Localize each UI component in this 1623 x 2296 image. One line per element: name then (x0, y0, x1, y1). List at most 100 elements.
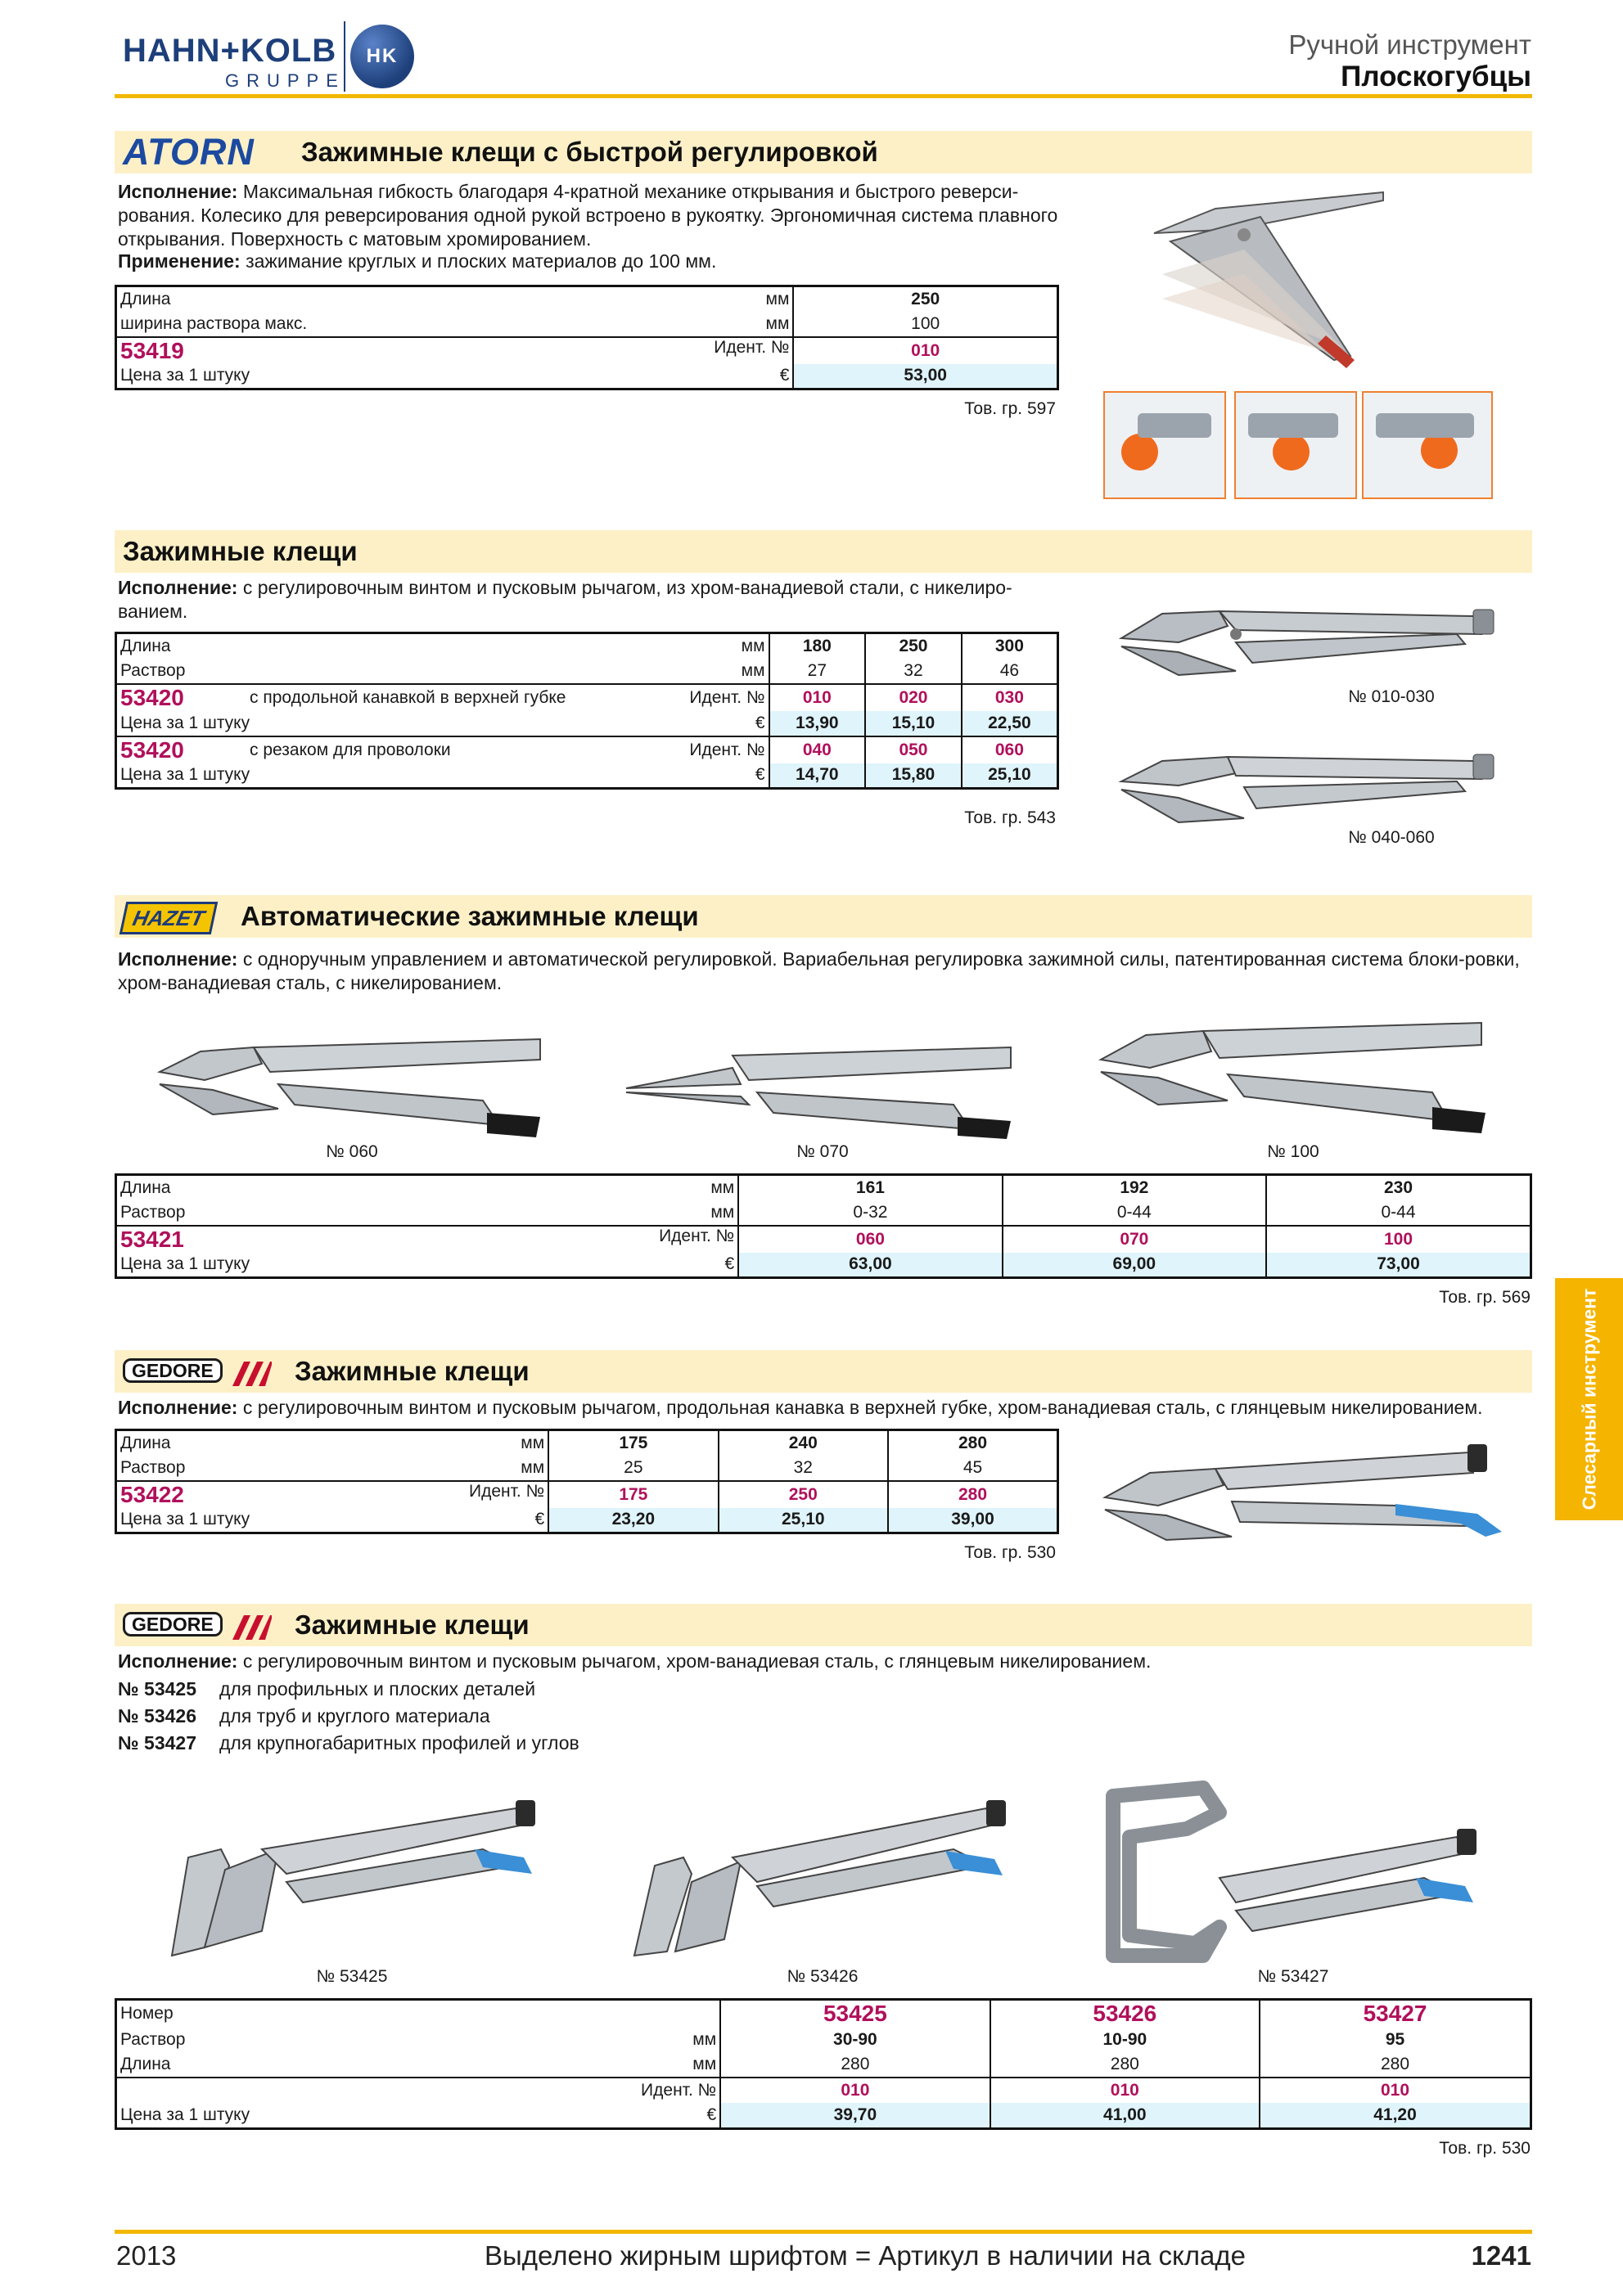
ident-label: Идент. № (714, 337, 790, 357)
unit-label: мм (692, 2055, 717, 2073)
section-title: Зажимные клещи с быстрой регулировкой (301, 137, 878, 167)
ident-value: 250 (717, 1479, 888, 1508)
gedore-53425-image (170, 1800, 535, 1957)
section-bar-gedore (115, 1604, 1532, 1646)
ident-value: 010 (989, 2077, 1260, 2103)
length-value: 250 (792, 286, 1058, 312)
exec-label: Исполнение: (118, 181, 238, 202)
model-text: для крупногабаритных профилей и углов (219, 1732, 579, 1754)
product-group: Тов. гр. 530 (1439, 2139, 1531, 2158)
row-label: Длина (120, 289, 171, 308)
section-title: Автоматические зажимные клещи (241, 901, 699, 931)
opening-value: 45 (887, 1455, 1058, 1481)
opening-value: 30-90 (719, 2027, 990, 2052)
company-logo-text: HAHN+KOLB (123, 33, 337, 69)
unit-label: мм (765, 289, 790, 308)
unit-label: мм (710, 1177, 735, 1197)
gedore-53426-image (633, 1800, 1006, 1957)
length-value: 240 (717, 1429, 888, 1456)
price-value: 23,20 (548, 1507, 719, 1533)
row-label: Раствор (120, 1202, 186, 1222)
ident-label: Идент. № (641, 2081, 717, 2100)
exec-text: с регулировочным винтом и пусковым рычаг… (242, 1650, 1152, 1672)
ident-value: 280 (887, 1479, 1058, 1508)
length-value: 280 (887, 1429, 1058, 1456)
row-label: Раствор (120, 1457, 186, 1477)
image-caption: № 53426 (787, 1967, 859, 1986)
footer-note: Выделено жирным шрифтом = Артикул в нали… (485, 2240, 1246, 2271)
section-description: Исполнение: с регулировочным винтом и пу… (118, 1650, 1530, 1673)
image-caption: № 53425 (316, 1967, 388, 1986)
price-value: 25,10 (717, 1507, 888, 1533)
currency-symbol: € (706, 2105, 717, 2124)
exec-text: с одноручным управлением и автоматическо… (118, 948, 1520, 993)
category-title: Ручной инструмент (1288, 29, 1531, 60)
table-row: Длина мм (115, 286, 795, 312)
opening-value: 10-90 (989, 2027, 1260, 2052)
opening-value: 0-32 (737, 1200, 1003, 1226)
exec-label: Исполнение: (118, 1650, 238, 1672)
ident-value: 050 (864, 735, 962, 763)
section-description: Исполнение: Максимальная гибкость благод… (118, 180, 1067, 251)
row-label: Длина (120, 2055, 171, 2073)
opening-value: 32 (864, 658, 962, 684)
ident-value: 060 (960, 735, 1058, 763)
length-value: 230 (1265, 1174, 1531, 1200)
article-number: 53419 (120, 337, 184, 363)
detail-image-3 (1362, 391, 1493, 499)
article-number: 53427 (1259, 1999, 1531, 2027)
locking-pliers-image-1 (1118, 609, 1495, 677)
section-title: Зажимные клещи (123, 536, 358, 566)
row-label: Длина (120, 1177, 171, 1197)
table-row: 53419 Идент. № (115, 335, 795, 364)
image-caption: № 53427 (1257, 1967, 1329, 1986)
section-bar-atorn (115, 131, 1532, 173)
usage-line: Применение: зажимание круглых и плоских … (118, 250, 1067, 273)
gedore-53427-image (1106, 1781, 1476, 1963)
opening-value: 32 (717, 1455, 888, 1481)
product-group: Тов. гр. 543 (964, 808, 1056, 827)
gedore-slashes-icon (232, 1614, 273, 1640)
image-caption: № 070 (796, 1142, 849, 1161)
atorn-pliers-image (1153, 191, 1384, 368)
model-number: № 53427 (118, 1732, 196, 1754)
list-item: № 53427 для крупногабаритных профилей и у… (118, 1731, 854, 1755)
unit-label: мм (741, 636, 765, 655)
ident-label: Идент. № (659, 1226, 735, 1245)
ident-value: 060 (737, 1224, 1003, 1253)
opening-value: 0-44 (1001, 1200, 1267, 1226)
ident-value: 070 (1001, 1224, 1267, 1253)
ident-label: Идент. № (469, 1481, 545, 1501)
chapter-side-tab[interactable]: Слесарный инструмент (1555, 1278, 1623, 1520)
product-group: Тов. гр. 597 (964, 399, 1056, 418)
row-label: Длина (120, 1433, 171, 1452)
section-bar (115, 530, 1532, 573)
opening-value: 27 (768, 658, 866, 684)
opening-value: 95 (1259, 2027, 1531, 2052)
section-bar-gedore (115, 1350, 1532, 1393)
image-caption: № 060 (326, 1142, 378, 1161)
section-bar-hazet (115, 895, 1532, 938)
exec-text: Максимальная гибкость благодаря 4-кратно… (118, 181, 1058, 250)
exec-text: с регулировочным винтом и пусковым рычаг… (118, 577, 1012, 622)
section-title: Зажимные клещи (295, 1356, 530, 1386)
currency-symbol: € (534, 1510, 545, 1529)
brand-logo-atorn: ATORN (123, 131, 255, 173)
article-number: 53426 (989, 1999, 1260, 2027)
price-label: Цена за 1 штуку (120, 366, 250, 385)
section-description: Исполнение: с регулировочным винтом и пу… (118, 576, 1067, 624)
logo-emblem: HK (350, 25, 414, 88)
unit-label: мм (521, 1457, 545, 1477)
footer-rule (115, 2230, 1532, 2234)
ident-label: Идент. № (689, 740, 765, 759)
length-value: 280 (989, 2052, 1260, 2078)
currency-symbol: € (755, 713, 765, 732)
variant-note: с продольной канавкой в верхней губке (250, 687, 566, 707)
section-description: Исполнение: с регулировочным винтом и пу… (118, 1396, 1530, 1420)
currency-symbol: € (724, 1254, 735, 1274)
article-number: 53420 (120, 736, 184, 763)
company-logo-subtext: GRUPPE (225, 70, 345, 91)
